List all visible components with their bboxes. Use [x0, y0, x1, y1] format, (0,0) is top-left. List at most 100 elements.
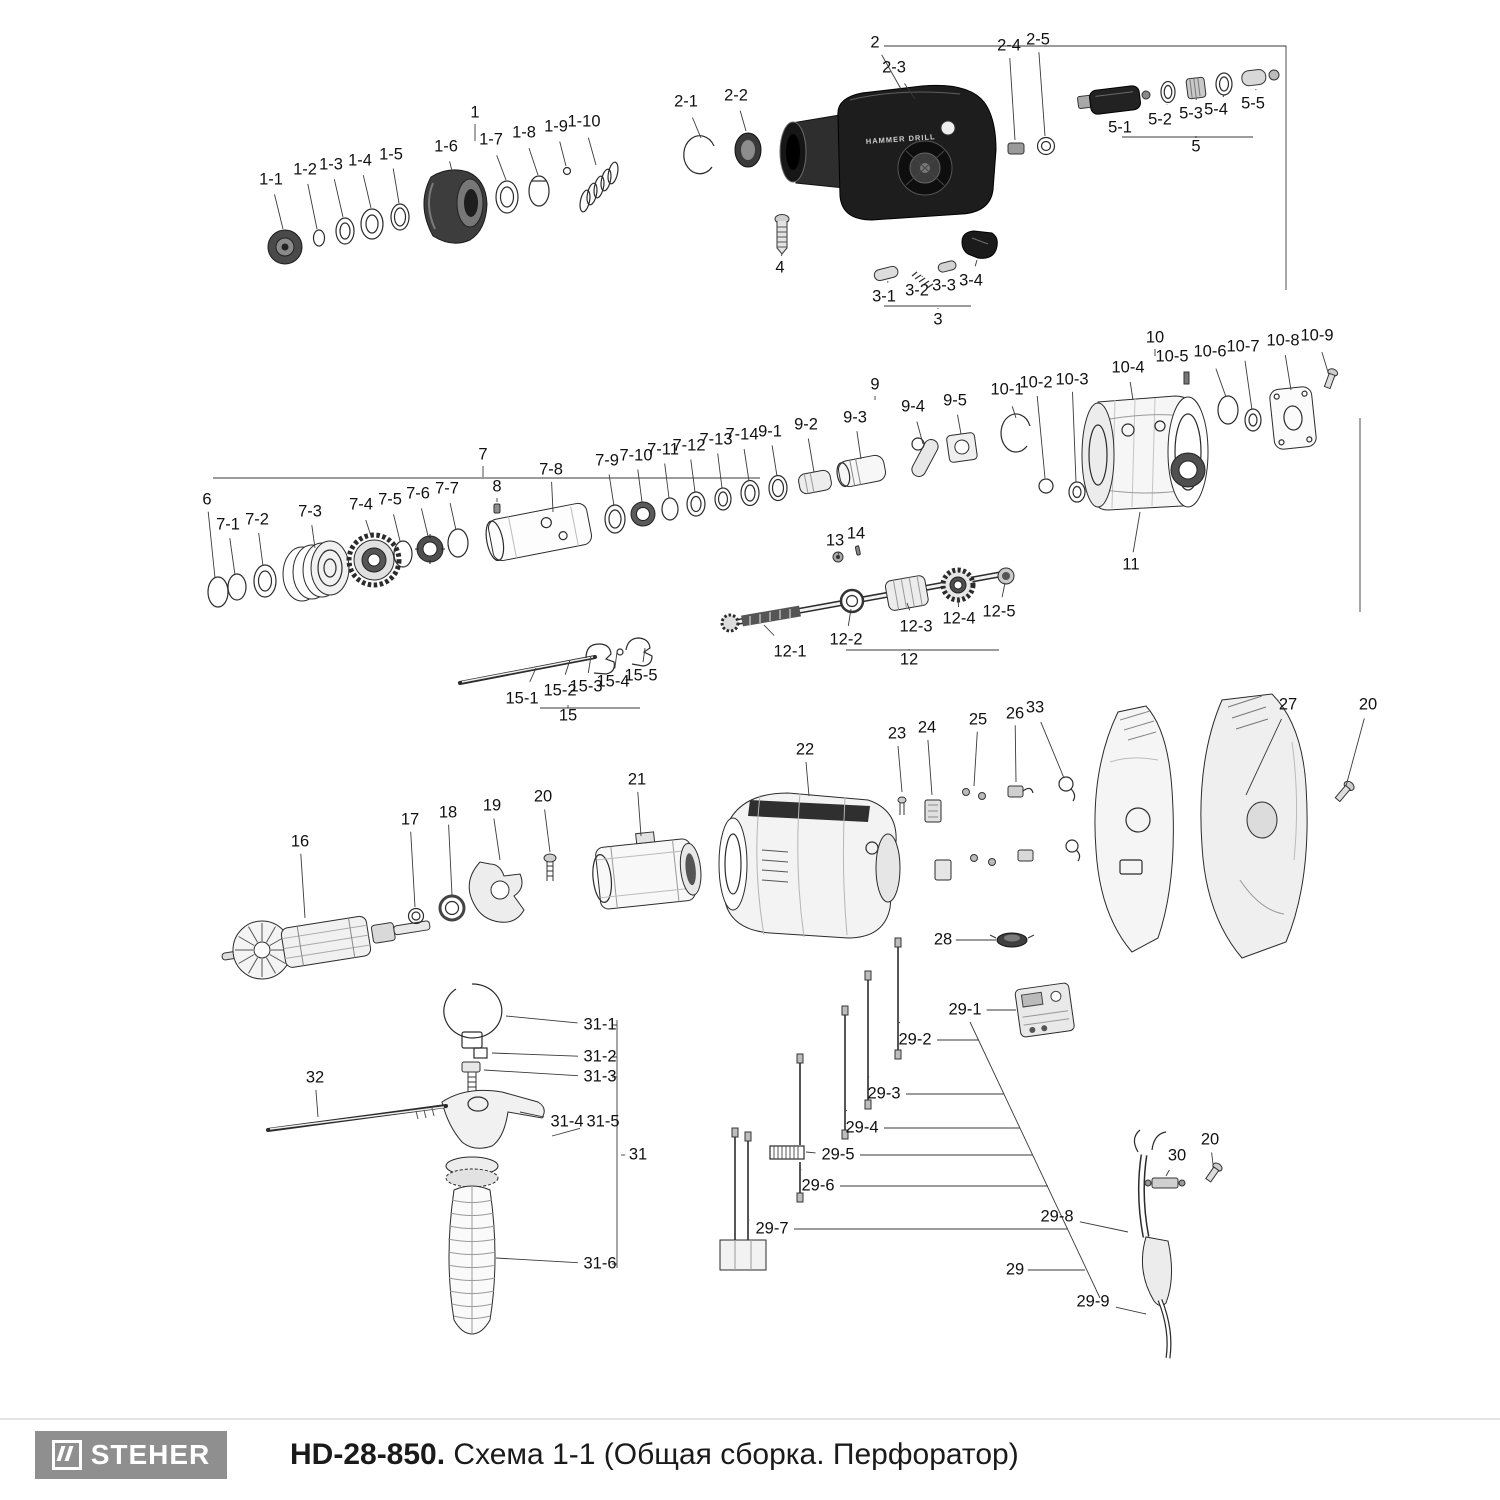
part-label-11: 11: [1122, 555, 1139, 573]
leader-line: [847, 608, 852, 626]
part-label-5-5: 5-5: [1241, 94, 1265, 112]
part-label-12-2: 12-2: [829, 630, 862, 648]
leader-line: [807, 438, 815, 473]
part-label-29-8: 29-8: [1040, 1207, 1073, 1225]
leader-line: [1211, 1152, 1214, 1165]
leader-line: [307, 183, 318, 230]
leader-line: [1072, 391, 1077, 483]
part-label-31-4: 31-4: [550, 1112, 583, 1130]
part-label-7-4: 7-4: [349, 495, 373, 513]
part-label-7-1: 7-1: [216, 515, 240, 533]
part-label-20: 20: [1359, 695, 1377, 713]
part-label-1-9: 1-9: [544, 117, 568, 135]
part-label-6: 6: [202, 490, 211, 508]
steher-logo: STEHER: [35, 1431, 227, 1479]
leader-line: [1165, 1169, 1170, 1177]
part-label-2-1: 2-1: [674, 92, 698, 110]
leader-line: [973, 731, 978, 787]
part-label-20: 20: [1201, 1130, 1219, 1148]
part-29-wiring: [719, 937, 1223, 1359]
leader-line: [856, 431, 862, 460]
leader-line: [906, 602, 911, 611]
leader-line: [551, 1127, 581, 1137]
leader-line: [614, 651, 618, 669]
part-label-29-1: 29-1: [948, 1000, 981, 1018]
part-label-9-1: 9-1: [758, 422, 782, 440]
footer-divider: [0, 1418, 1500, 1420]
part-label-30: 30: [1168, 1146, 1186, 1164]
leader-line: [311, 525, 316, 549]
part-16-rotor: [221, 915, 431, 980]
leader-line: [393, 514, 401, 542]
part-label-16: 16: [291, 832, 309, 850]
leader-line: [1038, 52, 1046, 137]
brand-name: STEHER: [90, 1439, 211, 1470]
part-label-7-6: 7-6: [406, 484, 430, 502]
leader-line: [927, 739, 933, 796]
part-label-3: 3: [933, 310, 942, 328]
part-label-17: 17: [401, 810, 419, 828]
leader-line: [916, 421, 924, 445]
part-label-7-13: 7-13: [699, 430, 732, 448]
leader-line: [771, 445, 778, 477]
leader-line: [664, 463, 670, 499]
part-22-motor-housing: [718, 792, 901, 939]
leader-line: [805, 1151, 816, 1154]
leader-line: [957, 596, 959, 608]
part-label-15-2: 15-2: [543, 681, 576, 699]
part-label-12-1: 12-1: [773, 642, 806, 660]
part-27-handle-shells: [1094, 693, 1355, 959]
part-label-7: 7: [478, 445, 487, 463]
part-2-gear-housing: HAMMER DRILL: [683, 84, 1056, 221]
part-label-19: 19: [483, 796, 501, 814]
part-label-13: 13: [826, 531, 844, 549]
leader-line: [1040, 721, 1065, 779]
part-label-20: 20: [534, 787, 552, 805]
leader-line: [637, 791, 642, 837]
leader-line: [1115, 1306, 1147, 1315]
part-label-2: 2: [870, 33, 879, 51]
leader-line: [229, 538, 236, 576]
leader-line: [1345, 718, 1365, 787]
leader-line: [1132, 511, 1141, 553]
part-7-hammer-tube-assembly: [207, 479, 760, 608]
leader-line: [333, 179, 344, 218]
leader-line: [362, 175, 372, 209]
leader-line: [207, 511, 216, 579]
leader-line: [1222, 94, 1225, 98]
leader-line: [739, 110, 747, 132]
diagram-title: HD-28-850. Схема 1-1 (Общая сборка. Перф…: [290, 1438, 1019, 1472]
part-label-31-6: 31-6: [583, 1254, 616, 1272]
part-label-1-3: 1-3: [319, 155, 343, 173]
part-label-1-10: 1-10: [567, 112, 600, 130]
leader-line: [1001, 582, 1006, 598]
part-15-clip-assembly: [458, 637, 653, 685]
leader-line: [519, 1111, 545, 1118]
part-label-10: 10: [1146, 328, 1164, 346]
leader-line: [867, 1075, 870, 1078]
part-label-31-3: 31-3: [583, 1067, 616, 1085]
part-label-10-5: 10-5: [1155, 347, 1188, 365]
leader-line: [315, 1089, 319, 1118]
part-label-3-2: 3-2: [905, 281, 929, 299]
part-10-11-crank-housing: [1000, 368, 1339, 511]
leader-line: [904, 83, 916, 100]
part-label-7-7: 7-7: [435, 479, 459, 497]
leader-line: [544, 809, 551, 853]
part-label-29-5: 29-5: [821, 1145, 854, 1163]
leader-line: [1321, 351, 1329, 373]
part-label-29-4: 29-4: [845, 1118, 878, 1136]
part-label-9-2: 9-2: [794, 415, 818, 433]
leader-line: [974, 259, 978, 267]
part-5-spindle-assembly: [1077, 69, 1280, 115]
part-label-21: 21: [628, 770, 646, 788]
part-label-15-5: 15-5: [624, 666, 657, 684]
part-label-31: 31: [629, 1145, 647, 1163]
part-label-5-3: 5-3: [1179, 104, 1203, 122]
leader-line: [837, 551, 840, 555]
leader-line: [587, 655, 592, 673]
leader-line: [1244, 360, 1253, 411]
part-label-9-4: 9-4: [901, 397, 925, 415]
part-label-10-9: 10-9: [1300, 326, 1333, 344]
part-label-10-3: 10-3: [1055, 370, 1088, 388]
